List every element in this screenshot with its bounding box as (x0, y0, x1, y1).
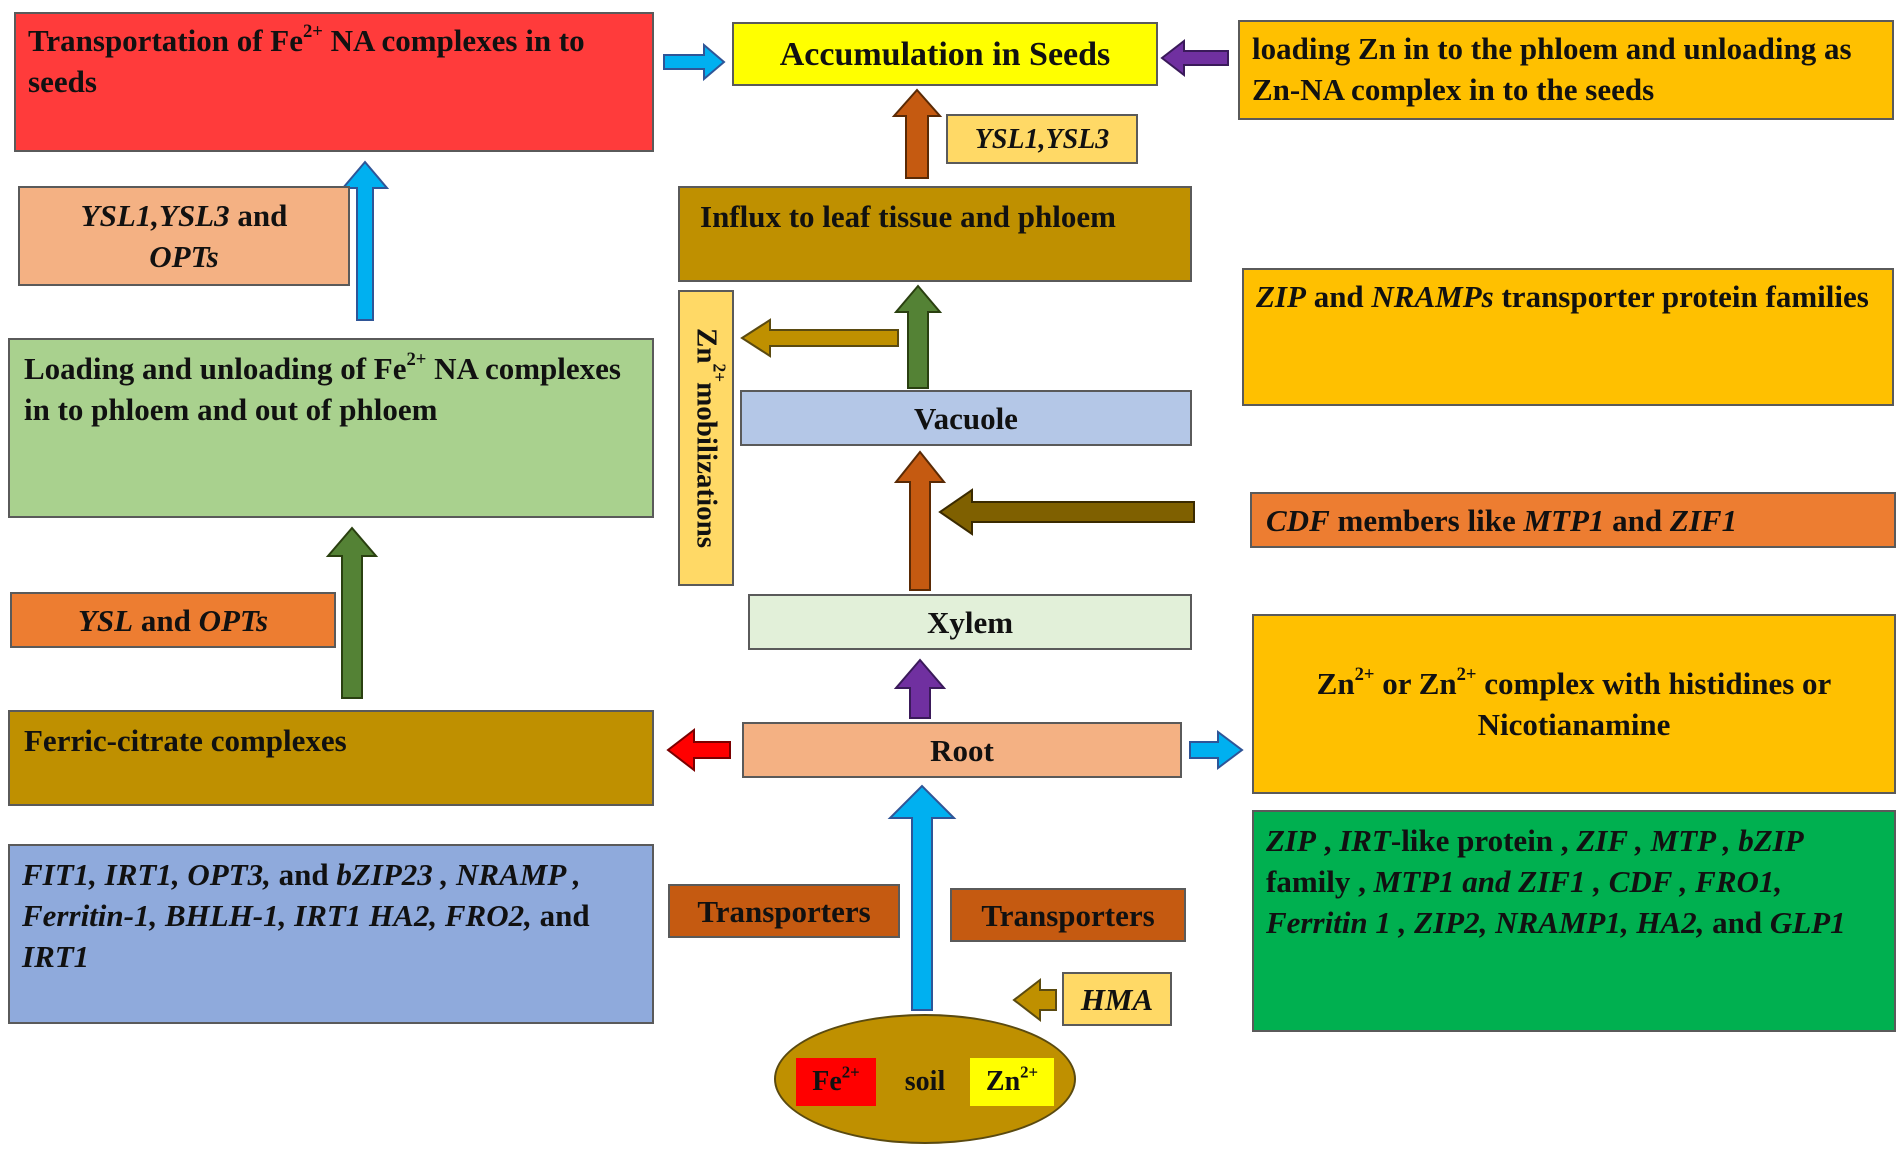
loading-unloading-pre: Loading and unloading of Fe (24, 351, 407, 386)
zn-complex-sup1: 2+ (1354, 664, 1375, 686)
zn-genes-t2: -like protein , (1390, 823, 1577, 858)
ysl-opts-left-g2: OPTs (149, 239, 219, 274)
transport-seeds-pre: Transportation of Fe (28, 23, 303, 58)
arrow-root-to-xylem (893, 658, 947, 719)
arrow-to-zn-mobilization (740, 318, 899, 358)
arrow-vacuole-to-influx (893, 284, 943, 389)
arrow-xylem-to-vacuole (893, 450, 947, 591)
zn-mobilization-text: Zn2+mobilizations (686, 327, 730, 549)
box-influx-leaf-phloem: Influx to leaf tissue and phloem (678, 186, 1192, 282)
zn-genes-t1: , (1315, 823, 1340, 858)
box-fe-genes: FIT1, IRT1, OPT3, and bZIP23 , NRAMP , F… (8, 844, 654, 1024)
zn-genes-g4: MTP1 and ZIF1 , CDF , FRO1, Ferritin 1 ,… (1266, 864, 1783, 940)
arrow-root-to-zn-complex (1189, 730, 1244, 770)
soil-zn-chip: Zn2+ (970, 1058, 1054, 1106)
box-zn-genes: ZIP , IRT-like protein , ZIF , MTP , bZI… (1252, 810, 1896, 1032)
root-label: Root (930, 732, 994, 768)
fe-genes-and: and (531, 898, 590, 933)
zn-genes-t3: family , (1266, 864, 1374, 899)
loading-unloading-post: NA complexes in to phloem and out of phl… (24, 351, 621, 427)
box-ysl-opts: YSL and OPTs (10, 592, 336, 648)
fe-genes-g2: bZIP23 , NRAMP , Ferritin-1, BHLH-1, IRT… (22, 857, 581, 933)
soil-fe-sup: 2+ (841, 1062, 860, 1082)
arrow-hma (1012, 977, 1057, 1023)
arrow-cdf-to-vacuole (938, 488, 1195, 536)
ysl-opts-left-mid: and (229, 198, 288, 233)
ysl-top-gene: YSL1,YSL3 (974, 123, 1110, 155)
box-transporters-right: Transporters (950, 888, 1186, 942)
soil-fe-chip: Fe2+ (796, 1058, 876, 1106)
box-transport-to-seeds: Transportation of Fe2+ NA complexes in t… (14, 12, 654, 152)
soil-zn-sup: 2+ (1020, 1062, 1039, 1082)
soil-label: soil (904, 1066, 946, 1097)
zn-mob-sup: 2+ (709, 363, 730, 383)
box-vacuole: Vacuole (740, 390, 1192, 446)
box-transporters-left: Transporters (668, 884, 900, 938)
xylem-label: Xylem (926, 604, 1014, 640)
box-zn-mobilization: Zn2+mobilizations (678, 290, 734, 586)
zn-complex-a: Zn (1316, 666, 1355, 701)
hma-label: HMA (1080, 981, 1154, 1017)
ysl-opts-g1: YSL (77, 602, 134, 638)
transporters-left-label: Transporters (697, 893, 871, 929)
zn-genes-g3: ZIF , MTP , bZIP (1576, 823, 1804, 858)
arrow-root-to-ferric (666, 727, 731, 773)
arrow-to-accumulation-left (663, 42, 726, 82)
box-cdf-members: CDF members like MTP1 and ZIF1 (1250, 492, 1896, 548)
influx-label: Influx to leaf tissue and phloem (700, 199, 1116, 234)
box-zip-nramps: ZIP and NRAMPs transporter protein famil… (1242, 268, 1894, 406)
fe-genes-g1: FIT1, IRT1, OPT3, (22, 857, 271, 892)
zn-genes-t4: and (1704, 905, 1770, 940)
zn-mob-pre: Zn (690, 327, 723, 364)
cdf-and: and (1604, 502, 1670, 538)
zn-complex-c: complex with histidines or Nicotianamine (1476, 666, 1832, 742)
loading-zn-label: loading Zn in to the phloem and unloadin… (1252, 31, 1852, 107)
vacuole-label: Vacuole (914, 400, 1018, 436)
cdf-mid: members like (1329, 502, 1524, 538)
zip-nramps-g1: ZIP (1256, 279, 1306, 314)
box-ferric-citrate: Ferric-citrate complexes (8, 710, 654, 806)
transporters-right-label: Transporters (981, 897, 1155, 933)
ysl-opts-left-g1: YSL1,YSL3 (80, 198, 230, 233)
ferric-label: Ferric-citrate complexes (24, 723, 347, 758)
loading-unloading-sup: 2+ (406, 349, 427, 371)
box-zn-complex: Zn2+ or Zn2+ complex with histidines or … (1252, 614, 1896, 794)
zn-genes-g2: IRT (1339, 823, 1391, 858)
ysl-opts-mid: and (133, 602, 199, 638)
arrow-soil-to-root (887, 784, 957, 1011)
arrow-ferric-to-loading (325, 526, 379, 699)
zip-nramps-mid: and (1305, 279, 1372, 314)
box-ysl1-ysl3-opts: YSL1,YSL3 and OPTs (18, 186, 350, 286)
box-accumulation-in-seeds: Accumulation in Seeds (732, 22, 1158, 86)
arrow-influx-to-accumulation (891, 88, 943, 179)
zip-nramps-g2: NRAMPs (1371, 279, 1494, 314)
box-ysl1-ysl3-top: YSL1,YSL3 (946, 114, 1138, 164)
soil-zn-pre: Zn (985, 1066, 1021, 1097)
arrow-loading-to-transport (340, 160, 390, 321)
zn-mob-post: mobilizations (690, 382, 723, 549)
accumulation-label: Accumulation in Seeds (779, 35, 1111, 73)
box-hma: HMA (1062, 972, 1172, 1026)
fe-genes-mid: and (270, 857, 337, 892)
fe-genes-g3: IRT1 (22, 939, 90, 974)
zn-genes-g1: ZIP (1266, 823, 1316, 858)
box-xylem: Xylem (748, 594, 1192, 650)
zn-genes-g5: GLP1 (1769, 905, 1846, 940)
transport-seeds-sup: 2+ (302, 21, 323, 43)
box-loading-zn: loading Zn in to the phloem and unloadin… (1238, 20, 1894, 120)
box-root: Root (742, 722, 1182, 778)
soil-label-box: soil (880, 1058, 970, 1106)
arrow-to-accumulation-right (1160, 38, 1229, 78)
transport-seeds-post: NA complexes in to seeds (28, 23, 585, 99)
cdf-g3: ZIF1 (1669, 502, 1738, 538)
soil-fe-pre: Fe (812, 1066, 842, 1097)
zip-nramps-post: transporter protein families (1493, 279, 1869, 314)
zn-complex-b: or Zn (1374, 666, 1457, 701)
box-loading-unloading-phloem: Loading and unloading of Fe2+ NA complex… (8, 338, 654, 518)
cdf-g2: MTP1 (1523, 502, 1605, 538)
zn-complex-sup2: 2+ (1456, 664, 1477, 686)
cdf-g1: CDF (1266, 502, 1330, 538)
ysl-opts-g2: OPTs (198, 602, 269, 638)
